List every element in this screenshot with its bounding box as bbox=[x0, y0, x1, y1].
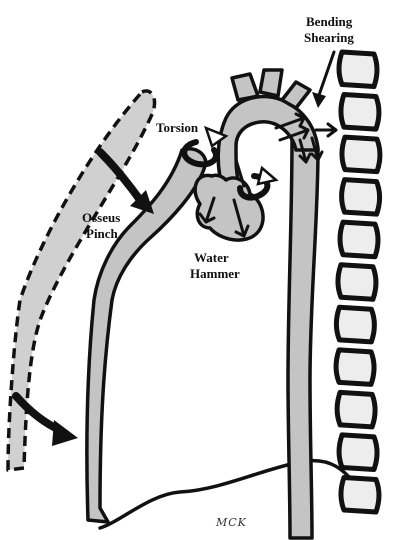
torsion-arrowhead bbox=[258, 168, 276, 184]
artist-signature: MCK bbox=[215, 516, 247, 529]
vertebra bbox=[338, 265, 376, 300]
label-hammer: Hammer bbox=[190, 266, 240, 281]
vertebral-column bbox=[336, 52, 380, 512]
vertebra bbox=[336, 307, 374, 342]
label-osseus: Osseus bbox=[82, 210, 120, 225]
vertebra bbox=[341, 477, 379, 512]
bending-pointer-arrowhead bbox=[312, 92, 326, 108]
bending-pointer-arrow bbox=[318, 52, 334, 98]
arch-branch-right bbox=[282, 82, 310, 108]
arch-branch-left bbox=[232, 74, 258, 100]
label-shearing: Shearing bbox=[304, 30, 354, 45]
vertebra bbox=[342, 137, 380, 172]
osseus-pinch-arrowhead bbox=[52, 420, 78, 446]
label-torsion: Torsion bbox=[156, 120, 199, 135]
vertebra bbox=[337, 392, 375, 427]
vertebra bbox=[340, 222, 378, 257]
label-pinch: Pinch bbox=[86, 226, 119, 241]
vertebra bbox=[341, 95, 379, 130]
heart bbox=[195, 175, 263, 240]
descending-aorta bbox=[288, 134, 318, 538]
vertebra bbox=[339, 435, 377, 470]
shear-arrow bbox=[316, 124, 336, 136]
vertebra bbox=[339, 52, 377, 87]
label-water: Water bbox=[194, 250, 229, 265]
label-bending: Bending bbox=[306, 14, 353, 29]
vertebra bbox=[342, 180, 380, 215]
vertebra bbox=[336, 350, 374, 385]
arch-branch-middle bbox=[260, 70, 282, 96]
